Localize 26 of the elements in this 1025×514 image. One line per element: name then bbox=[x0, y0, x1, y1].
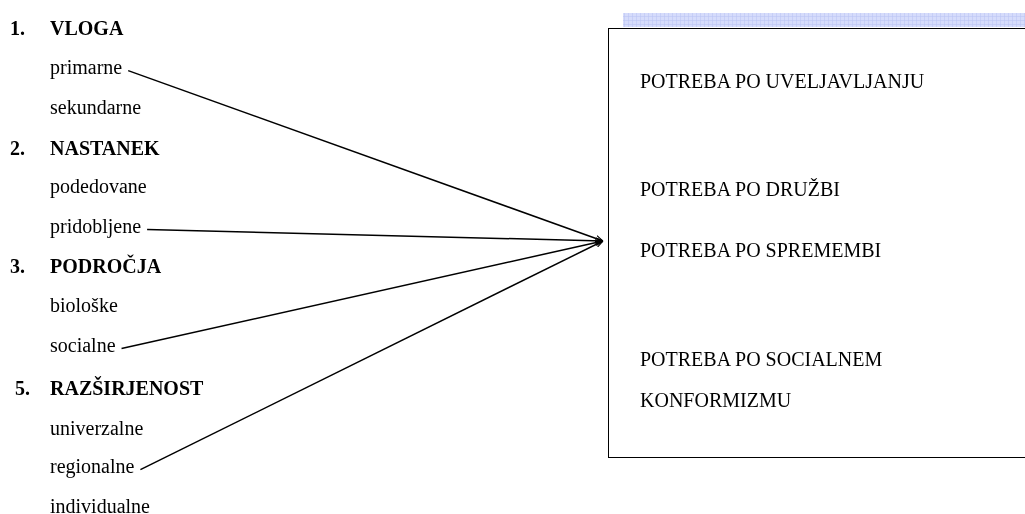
list-item: regionalne bbox=[50, 454, 135, 478]
list-item: sekundarne bbox=[50, 95, 142, 119]
need-item: POTREBA PO SPREMEMBI bbox=[640, 238, 883, 263]
arrow bbox=[146, 228, 604, 245]
need-item: POTREBA PO UVELJAVLJANJU bbox=[640, 69, 926, 94]
need-item: POTREBA PO DRUŽBI bbox=[640, 177, 842, 202]
category-heading: PODROČJA bbox=[50, 254, 162, 278]
list-item: primarne bbox=[50, 55, 123, 79]
category-heading: NASTANEK bbox=[50, 136, 160, 160]
list-number: 3. bbox=[10, 254, 25, 278]
arrow bbox=[120, 239, 604, 350]
list-item: socialne bbox=[50, 333, 116, 357]
list-number: 5. bbox=[15, 376, 30, 400]
list-number: 1. bbox=[10, 16, 25, 40]
arrow bbox=[139, 240, 604, 471]
list-item: biološke bbox=[50, 293, 118, 317]
text-box bbox=[608, 28, 1025, 458]
list-number: 2. bbox=[10, 136, 25, 160]
list-item: individualne bbox=[50, 494, 150, 514]
category-heading: VLOGA bbox=[50, 16, 124, 40]
category-heading: RAZŠIRJENOST bbox=[50, 376, 204, 400]
arrow bbox=[127, 69, 604, 242]
list-item: pridobljene bbox=[50, 214, 142, 238]
need-item: POTREBA PO SOCIALNEM KONFORMIZMU bbox=[640, 347, 884, 413]
list-item: podedovane bbox=[50, 174, 147, 198]
list-item: univerzalne bbox=[50, 416, 144, 440]
